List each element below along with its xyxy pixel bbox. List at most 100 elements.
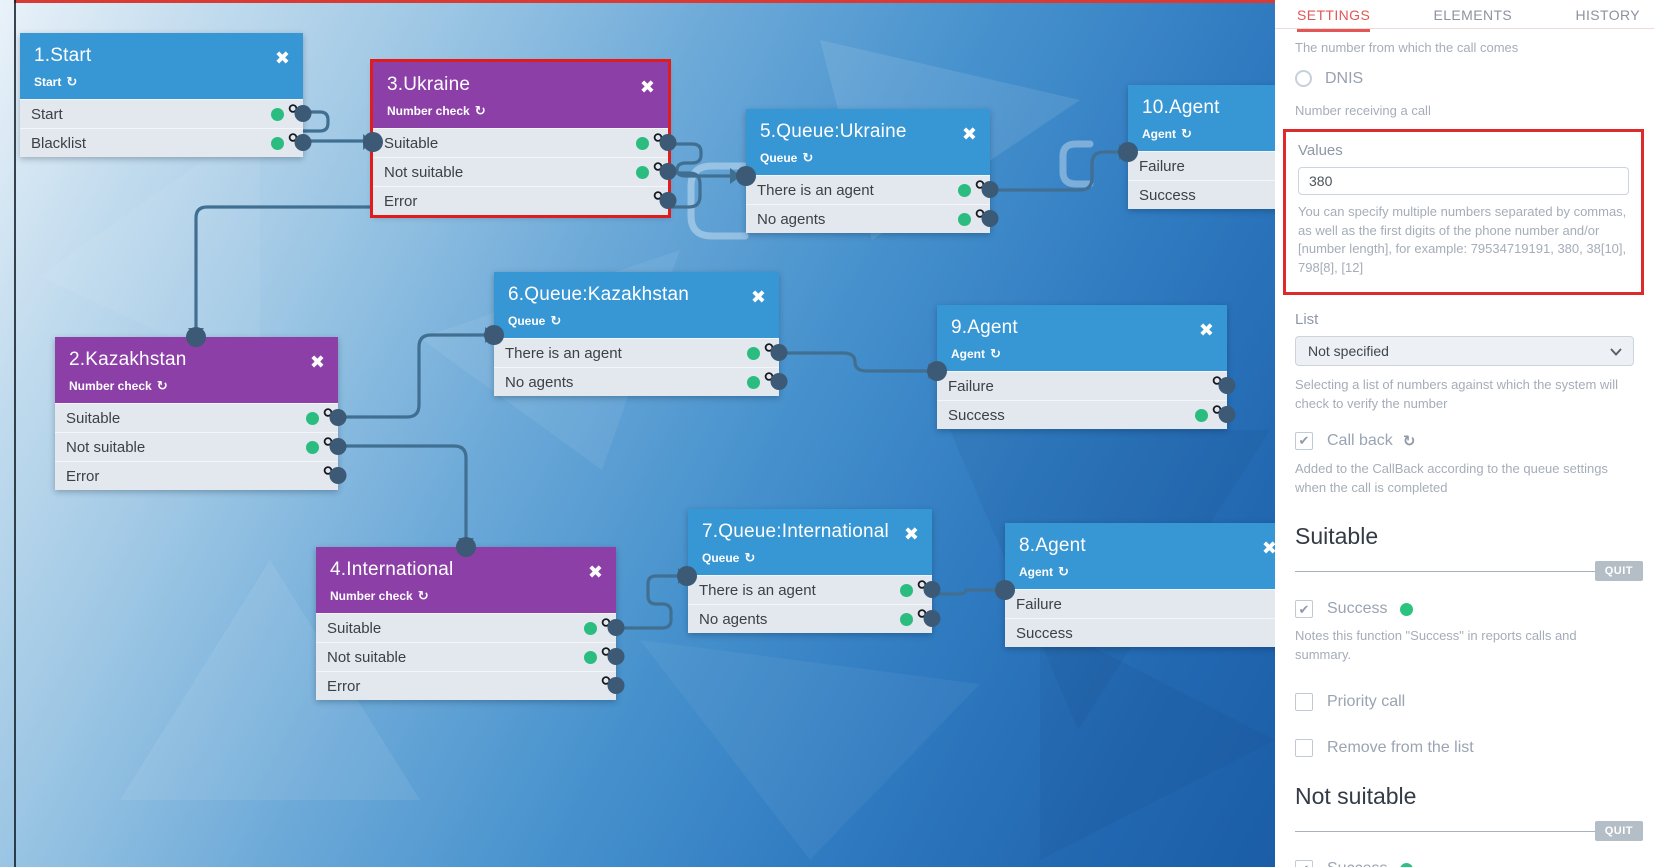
checkbox[interactable]: ✔	[1295, 600, 1313, 619]
input-port[interactable]	[677, 566, 697, 586]
node-row-not-suitable[interactable]: Not suitable	[55, 432, 338, 461]
close-icon[interactable]: ✖	[750, 287, 766, 307]
node-row-success[interactable]: Success	[937, 400, 1227, 429]
node-row-there-is-an-agent[interactable]: There is an agent	[746, 175, 990, 204]
output-port[interactable]	[607, 648, 625, 665]
node-row-no-agents[interactable]: No agents	[494, 367, 779, 396]
output-port[interactable]	[981, 181, 999, 198]
output-port[interactable]	[294, 105, 312, 122]
node-row-error[interactable]: Error	[316, 671, 616, 700]
input-port[interactable]	[736, 166, 756, 186]
node-row-error[interactable]: Error	[373, 186, 668, 215]
output-port[interactable]	[329, 438, 347, 455]
output-port[interactable]	[770, 344, 788, 361]
input-port[interactable]	[1118, 142, 1138, 162]
input-port[interactable]	[995, 580, 1015, 600]
input-port[interactable]	[456, 537, 476, 557]
output-port[interactable]	[1218, 377, 1236, 394]
node-row-no-agents[interactable]: No agents	[688, 604, 932, 633]
output-port[interactable]	[659, 134, 677, 151]
node-row-success[interactable]: Success	[1005, 618, 1275, 647]
node-row-not-suitable[interactable]: Not suitable	[316, 642, 616, 671]
tab-history[interactable]: HISTORY	[1575, 7, 1640, 23]
input-port[interactable]	[927, 361, 947, 381]
tab-elements[interactable]: ELEMENTS	[1433, 7, 1513, 23]
close-icon[interactable]: ✖	[309, 352, 325, 372]
node-row-success[interactable]: Success	[1128, 180, 1275, 209]
node-row-there-is-an-agent[interactable]: There is an agent	[688, 575, 932, 604]
close-icon[interactable]: ✖	[903, 524, 919, 544]
node-row-suitable[interactable]: Suitable	[55, 403, 338, 432]
output-port[interactable]	[294, 134, 312, 151]
option-row-remove-from-the-list[interactable]: Remove from the list	[1295, 739, 1634, 758]
close-icon[interactable]: ✖	[1261, 538, 1275, 558]
input-port[interactable]	[186, 327, 206, 347]
output-port[interactable]	[923, 610, 941, 627]
checkbox[interactable]: ✔	[1295, 860, 1313, 867]
output-port[interactable]	[1218, 406, 1236, 423]
output-port[interactable]	[659, 192, 677, 209]
close-icon[interactable]: ✖	[587, 562, 603, 582]
option-row-success[interactable]: ✔Success	[1295, 600, 1634, 619]
quit-button[interactable]: QUIT	[1594, 561, 1643, 582]
input-port[interactable]	[363, 132, 383, 152]
node-row-failure[interactable]: Failure	[1128, 151, 1275, 180]
checkbox[interactable]	[1295, 693, 1313, 712]
node-row-start[interactable]: Start	[20, 99, 303, 128]
callback-checkbox[interactable]: ✔	[1295, 431, 1313, 450]
callback-row[interactable]: ✔ Call back ↻	[1295, 431, 1634, 450]
close-icon[interactable]: ✖	[274, 48, 290, 68]
node-row-suitable[interactable]: Suitable	[316, 613, 616, 642]
input-port[interactable]	[484, 325, 504, 345]
close-icon[interactable]: ✖	[961, 124, 977, 144]
close-icon[interactable]: ✖	[639, 77, 655, 97]
output-port[interactable]	[607, 619, 625, 636]
checkbox[interactable]	[1295, 739, 1313, 758]
node-row-error[interactable]: Error	[55, 461, 338, 490]
output-port[interactable]	[770, 373, 788, 390]
close-icon[interactable]: ✖	[1198, 320, 1214, 340]
output-port[interactable]	[329, 409, 347, 426]
output-port[interactable]	[607, 677, 625, 694]
output-port[interactable]	[981, 210, 999, 227]
output-port[interactable]	[923, 581, 941, 598]
output-port[interactable]	[659, 163, 677, 180]
option-row-success[interactable]: ✔Success	[1295, 860, 1634, 867]
node-row-suitable[interactable]: Suitable	[373, 128, 668, 157]
node-row-failure[interactable]: Failure	[937, 371, 1227, 400]
output-port[interactable]	[329, 467, 347, 484]
node-row-there-is-an-agent[interactable]: There is an agent	[494, 338, 779, 367]
values-input[interactable]	[1298, 166, 1629, 195]
tab-settings[interactable]: SETTINGS	[1297, 7, 1371, 32]
node-row-failure[interactable]: Failure	[1005, 589, 1275, 618]
dnis-radio-row[interactable]: DNIS	[1295, 70, 1634, 88]
node-row-not-suitable[interactable]: Not suitable	[373, 157, 668, 186]
node-row-no-agents[interactable]: No agents	[746, 204, 990, 233]
node-row-blacklist[interactable]: Blacklist	[20, 128, 303, 157]
option-row-priority-call[interactable]: Priority call	[1295, 693, 1634, 712]
quit-button[interactable]: QUIT	[1594, 821, 1643, 842]
dnis-radio[interactable]	[1295, 70, 1312, 88]
list-select[interactable]: Not specified	[1295, 336, 1634, 367]
